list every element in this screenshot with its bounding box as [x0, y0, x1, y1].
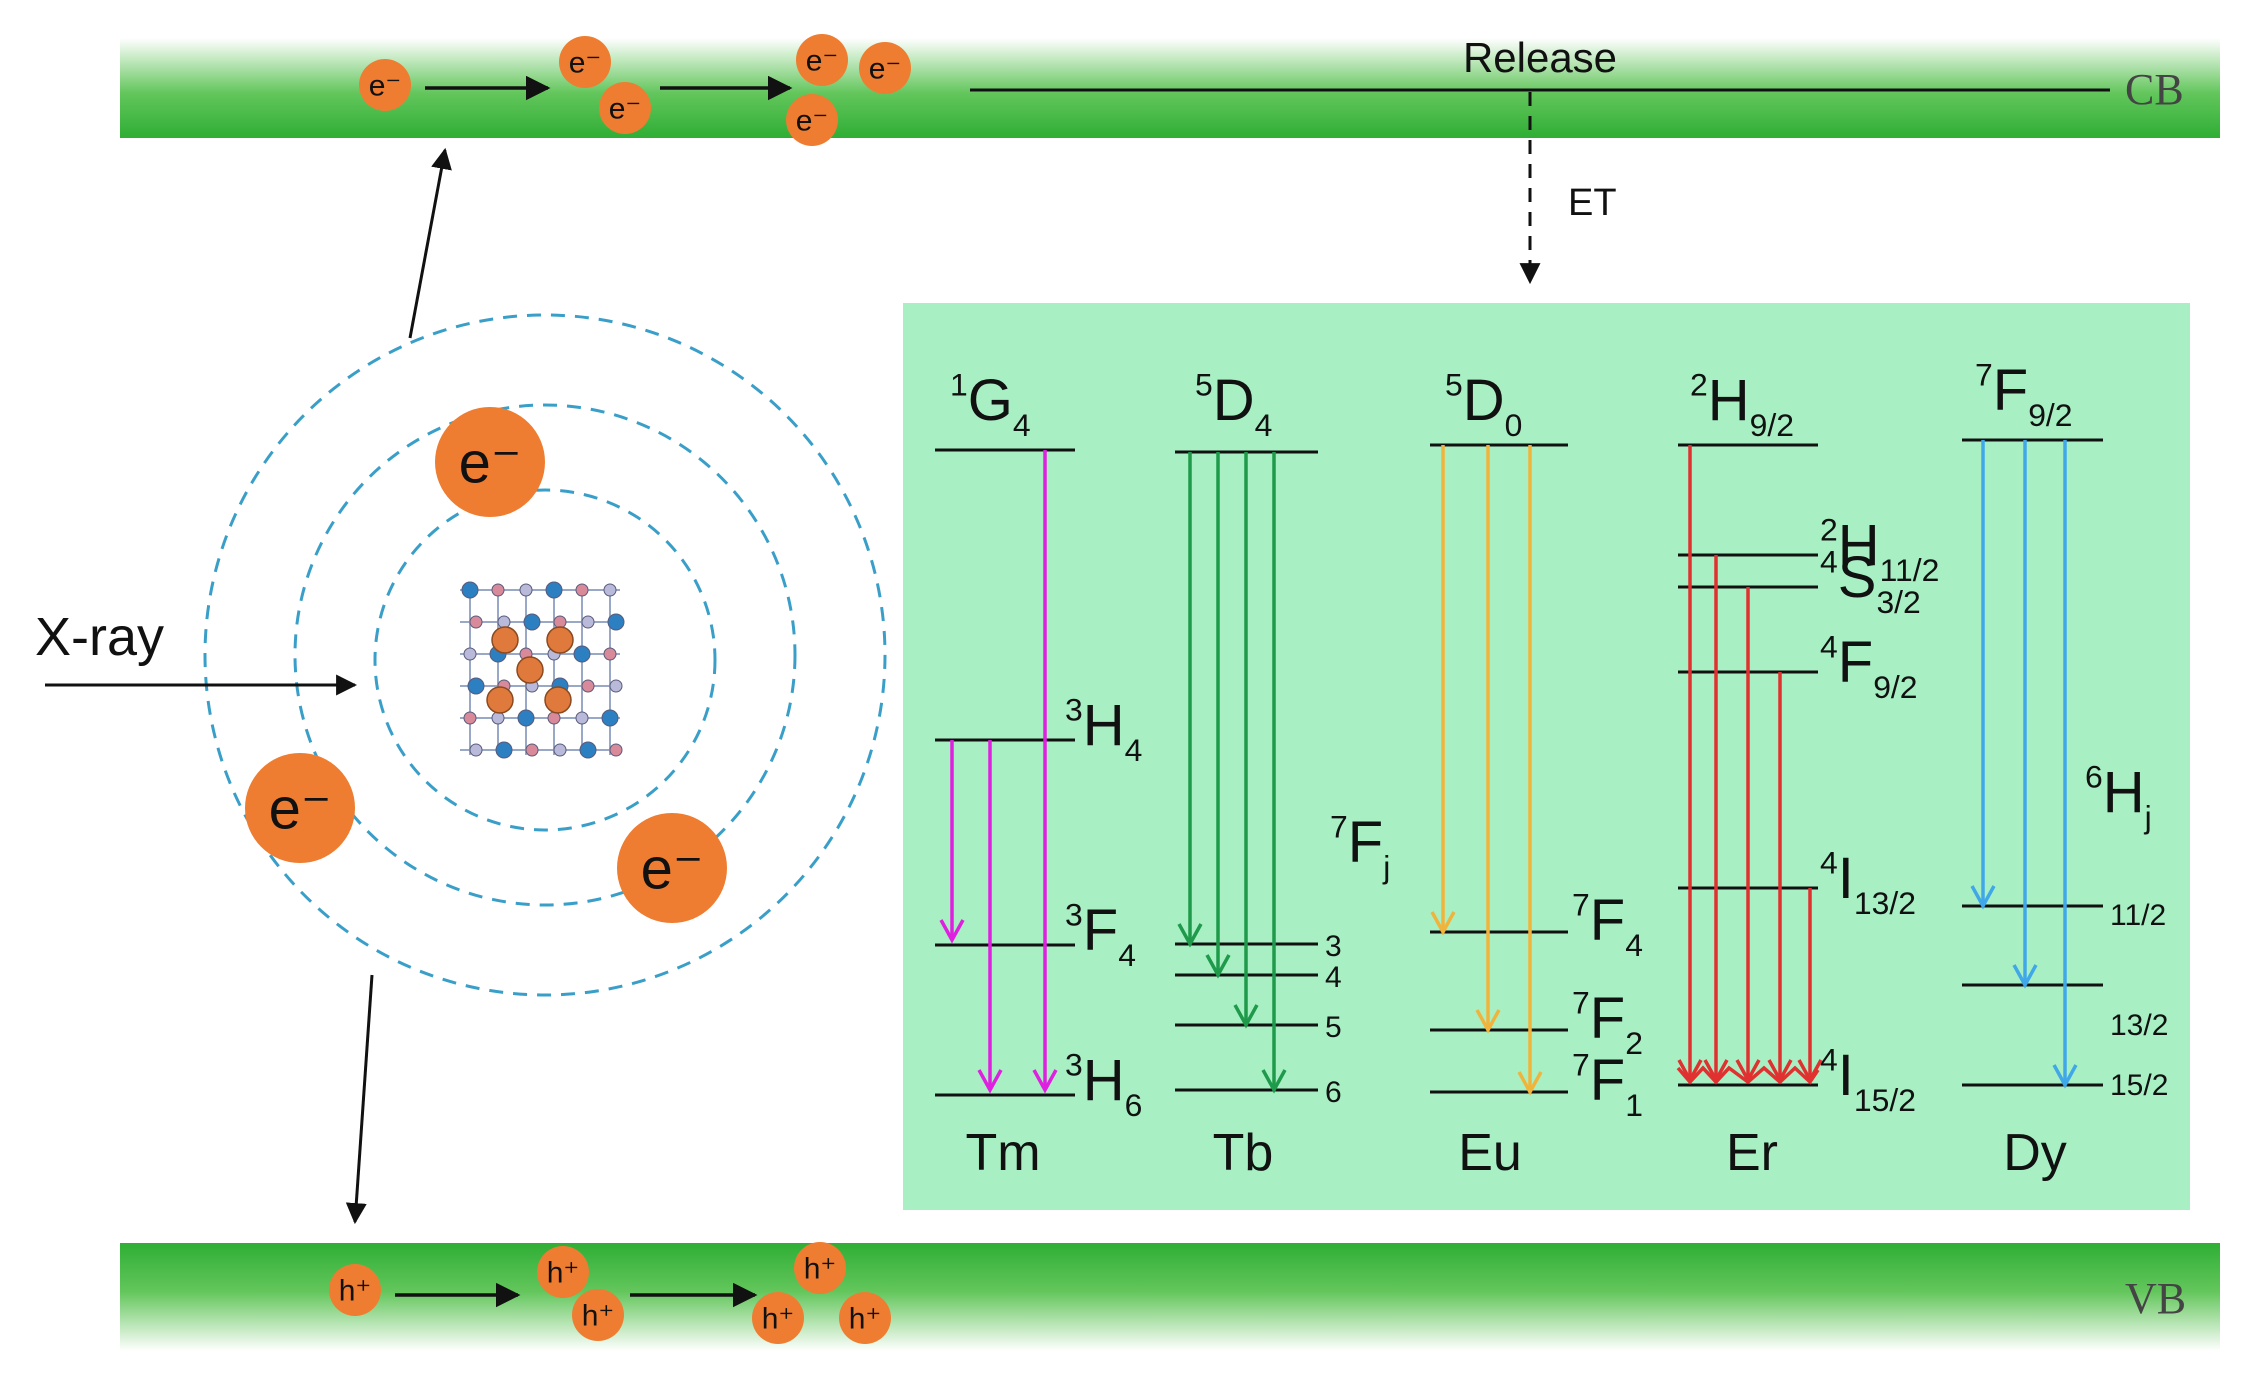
hole: h⁺: [839, 1292, 891, 1344]
level-label: 4F9/2: [1820, 629, 1918, 706]
level-label: 5: [1325, 1011, 1342, 1044]
ion-name: Tb: [1213, 1124, 1274, 1182]
level-label: 4I15/2: [1820, 1042, 1916, 1119]
electron-label: e⁻: [569, 47, 602, 80]
level-label: 5D4: [1195, 367, 1272, 444]
hole: h⁺: [752, 1292, 804, 1344]
et-label: ET: [1568, 182, 1617, 224]
outer-orbit: [203, 313, 887, 997]
hole-label: h⁺: [339, 1275, 372, 1308]
level-label: 7F4: [1572, 887, 1643, 964]
hole-label: h⁺: [762, 1303, 795, 1336]
middle-orbit: [293, 403, 797, 907]
level-label: 13/2: [2110, 1009, 2168, 1042]
hole-label: h⁺: [804, 1253, 837, 1286]
orbit-electron-label: e⁻: [269, 776, 332, 841]
electron: e⁻: [359, 59, 411, 111]
manifold-label: 7Fj: [1330, 809, 1390, 886]
level-label: 4I13/2: [1820, 845, 1916, 922]
electron: e⁻: [599, 82, 651, 134]
electron: e⁻: [796, 34, 848, 86]
orbit-electron: e⁻: [617, 813, 727, 923]
electron-label: e⁻: [806, 45, 839, 78]
vb-label: VB: [2125, 1274, 2186, 1323]
energy-transfer-arrow: ET: [1519, 92, 1617, 285]
level-label: 4S3/2: [1820, 544, 1921, 621]
orbit-electron-label: e⁻: [459, 430, 522, 495]
xray-label: X-ray: [35, 607, 164, 667]
level-label: 3H6: [1065, 1047, 1142, 1124]
electron: e⁻: [859, 42, 911, 94]
hole: h⁺: [572, 1289, 624, 1341]
inner-orbit: [373, 488, 717, 832]
excitation-down-arrow: [345, 974, 374, 1225]
electron-label: e⁻: [869, 53, 902, 86]
hole-label: h⁺: [849, 1303, 882, 1336]
level-label: 4: [1325, 961, 1342, 994]
level-label: 7F2: [1572, 985, 1643, 1062]
ion-name: Dy: [2003, 1124, 2067, 1182]
level-label: 2H11/2: [1820, 512, 1939, 589]
excitation-up-arrow: [408, 147, 452, 339]
hole-label: h⁺: [582, 1300, 615, 1333]
electron-label: e⁻: [369, 70, 402, 103]
excitation-region: e⁻ e⁻ e⁻ X-ray: [35, 147, 887, 1225]
level-label: 7F1: [1572, 1047, 1643, 1124]
orbit-electron: e⁻: [435, 407, 545, 517]
orbit-electron: e⁻: [245, 753, 355, 863]
hole: h⁺: [537, 1246, 589, 1298]
orbit-electron-label: e⁻: [641, 836, 704, 901]
level-label: 7F9/2: [1975, 357, 2073, 434]
level-label: 5D0: [1445, 367, 1522, 444]
level-label: 15/2: [2110, 1069, 2168, 1102]
crystal-lattice-icon: [460, 581, 625, 759]
ion-name: Eu: [1458, 1124, 1522, 1182]
level-label: 1G4: [950, 367, 1031, 444]
valence-band: VB: [120, 1243, 2220, 1351]
orbit-electron-group: e⁻ e⁻ e⁻: [245, 407, 727, 923]
hole-label: h⁺: [547, 1257, 580, 1290]
ion-name: Er: [1726, 1124, 1778, 1182]
manifold-label: 6Hj: [2085, 759, 2152, 836]
ion-name: Tm: [965, 1124, 1040, 1182]
level-label: 3: [1325, 930, 1342, 963]
hole: h⁺: [794, 1242, 846, 1294]
level-label: 6: [1325, 1076, 1342, 1109]
electron-label: e⁻: [796, 105, 829, 138]
cb-label: CB: [2125, 65, 2184, 114]
electron-label: e⁻: [609, 93, 642, 126]
hole: h⁺: [329, 1264, 381, 1316]
cb-electron-group: e⁻e⁻e⁻e⁻e⁻e⁻: [359, 34, 911, 146]
level-label: 11/2: [2110, 899, 2166, 932]
electron: e⁻: [559, 36, 611, 88]
vb-hole-group: h⁺h⁺h⁺h⁺h⁺h⁺: [329, 1242, 891, 1344]
electron: e⁻: [786, 94, 838, 146]
release-label: Release: [1463, 34, 1617, 81]
level-label: 3F4: [1065, 897, 1136, 974]
level-label: 3H4: [1065, 692, 1142, 769]
level-label: 2H9/2: [1690, 367, 1794, 444]
conduction-band: Release CB: [120, 34, 2220, 138]
